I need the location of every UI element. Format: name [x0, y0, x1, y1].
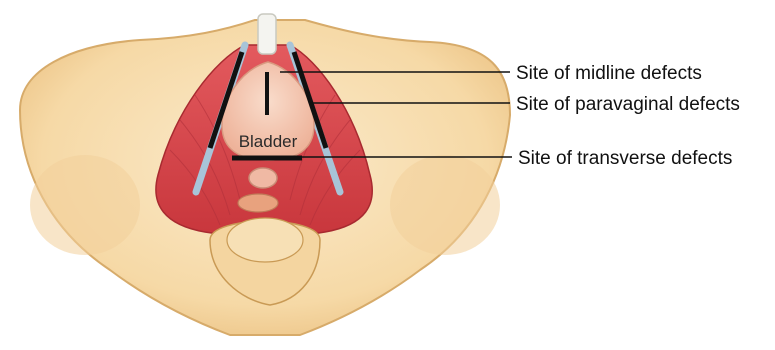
rectum — [238, 194, 278, 212]
vaginal-opening — [249, 168, 277, 188]
bladder-label: Bladder — [239, 132, 298, 151]
callout-transverse: Site of transverse defects — [518, 148, 732, 169]
callout-midline: Site of midline defects — [516, 63, 702, 84]
pubic-symphysis — [258, 14, 276, 54]
callout-paravaginal: Site of paravaginal defects — [516, 94, 740, 115]
